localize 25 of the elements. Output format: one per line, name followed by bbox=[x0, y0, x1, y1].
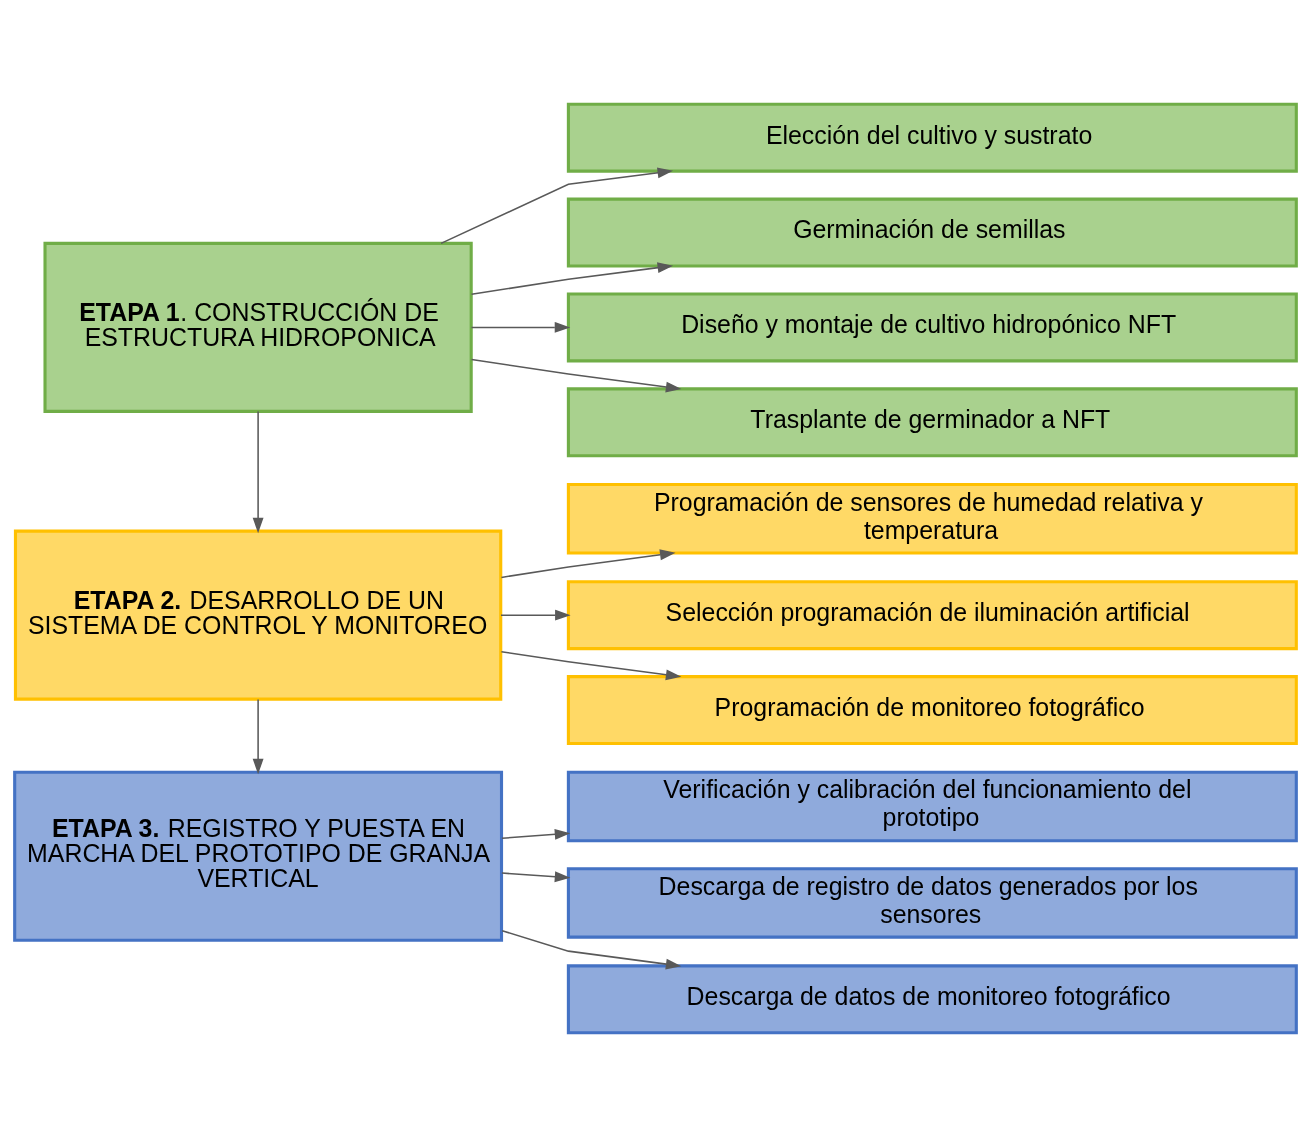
arrow bbox=[501, 870, 571, 882]
arrow bbox=[252, 698, 264, 774]
node-box: Trasplante de germinador a NFT bbox=[566, 386, 1298, 457]
node-box: ETAPA 3. REGISTRO Y PUESTA EN MARCHA DEL PROTOTIPO DE GRANJA VERTICAL bbox=[13, 770, 504, 942]
node-box: Germinación de semillas bbox=[566, 197, 1298, 268]
node-box: Diseño y montaje de cultivo hidropónico NFT bbox=[566, 291, 1298, 362]
arrow bbox=[501, 929, 682, 969]
node-box: Programación de sensores de humedad relativa y temperatura bbox=[566, 482, 1298, 554]
arrow bbox=[500, 609, 571, 621]
node-box: Verificación y calibración del funcionamiento del prototipo bbox=[566, 770, 1298, 842]
node-box: ETAPA 1. CONSTRUCCIÓN DE ESTRUCTURA HIDROPONICA bbox=[43, 241, 473, 413]
node-box: Selección programación de iluminación artificial bbox=[566, 579, 1298, 650]
node-box: Programación de monitoreo fotográfico bbox=[566, 674, 1298, 745]
node-box: ETAPA 2. DESARROLLO DE UN SISTEMA DE CONTROL Y MONITOREO bbox=[13, 529, 503, 701]
arrow bbox=[500, 548, 676, 578]
node-box: Descarga de registro de datos generados por los sensores bbox=[566, 866, 1298, 939]
arrow bbox=[501, 828, 571, 840]
arrow bbox=[500, 650, 682, 680]
node-box: Elección del cultivo y sustrato bbox=[566, 102, 1298, 173]
arrow bbox=[470, 261, 674, 295]
arrow bbox=[440, 166, 674, 244]
arrow bbox=[470, 321, 571, 333]
node-box: Descarga de datos de monitoreo fotográfico bbox=[566, 963, 1298, 1034]
arrow bbox=[252, 410, 264, 533]
arrow bbox=[470, 358, 682, 392]
